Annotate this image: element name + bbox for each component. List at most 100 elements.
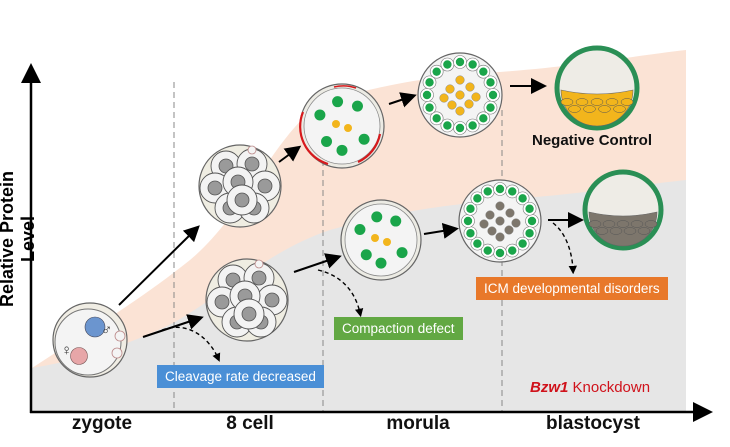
- inner-cell: [447, 100, 457, 110]
- icm-cell: [605, 98, 619, 106]
- stage-label-8cell: 8 cell: [226, 413, 274, 434]
- blastocyst-knockdown: [582, 169, 664, 251]
- outer-nucleus: [390, 215, 402, 227]
- nucleus: [234, 192, 250, 208]
- icm-cell: [583, 105, 596, 113]
- inner-cell: [464, 99, 474, 109]
- knockdown-suffix: Knockdown: [568, 379, 651, 396]
- eight-cell-knockdown-embryo: [205, 258, 289, 342]
- outer-nucleus: [432, 114, 441, 123]
- male-pronucleus: [84, 316, 106, 338]
- outer-nucleus: [483, 246, 492, 255]
- outer-nucleus: [466, 204, 475, 213]
- outer-nucleus: [483, 187, 492, 196]
- inner-cell: [495, 216, 505, 226]
- inner-cell: [344, 124, 352, 132]
- outer-nucleus: [455, 123, 465, 133]
- outer-nucleus: [518, 239, 527, 248]
- stage-label-blastocyst: blastocyst: [546, 413, 640, 434]
- outer-nucleus: [486, 78, 495, 87]
- arrow-8cell-to-morula-knockdown: [293, 253, 342, 273]
- icm-cell: [637, 227, 651, 235]
- outer-nucleus: [396, 247, 408, 259]
- icm-cell: [623, 227, 637, 235]
- inner-cell: [439, 93, 449, 103]
- outer-nucleus: [422, 90, 432, 100]
- inner-cell-mass: [588, 211, 658, 247]
- compacting-morula-control: [299, 83, 385, 169]
- outer-nucleus: [332, 96, 344, 108]
- compaction-defect-box: Compaction defect: [334, 317, 463, 340]
- icm-cell: [644, 220, 658, 228]
- outer-nucleus: [354, 223, 366, 235]
- polar-body: [247, 145, 257, 155]
- icm-cell: [575, 98, 589, 106]
- nucleus: [257, 178, 273, 194]
- icm-cell: [595, 227, 609, 235]
- outer-nucleus: [525, 204, 534, 213]
- inner-cell: [455, 106, 465, 116]
- outer-nucleus: [468, 60, 477, 69]
- outer-nucleus: [358, 133, 370, 145]
- late-morula-knockdown: [458, 179, 542, 263]
- outer-nucleus: [336, 144, 348, 156]
- arrow-morula-to-late-control: [388, 92, 417, 108]
- late-morula-control: [417, 52, 503, 138]
- outer-nucleus: [351, 100, 363, 112]
- outer-nucleus: [443, 121, 452, 130]
- outer-nucleus: [518, 194, 527, 203]
- knockdown-gene: Bzw1: [530, 379, 569, 396]
- icm-cell: [590, 98, 604, 106]
- outer-nucleus: [455, 57, 465, 67]
- knockdown-label: Bzw1 Knockdown: [530, 379, 650, 396]
- outer-nucleus: [463, 216, 473, 226]
- icm-cell: [609, 227, 623, 235]
- compaction-marker: [333, 85, 357, 89]
- dashed-arrow-compaction: [317, 269, 364, 318]
- outer-nucleus: [468, 121, 477, 130]
- icm-cell: [616, 220, 630, 228]
- icm-cell: [602, 220, 616, 228]
- blastocyst-control: [554, 45, 640, 131]
- inner-cell: [495, 232, 505, 242]
- polar-body: [254, 259, 264, 269]
- icm-cell: [630, 220, 644, 228]
- outer-nucleus: [443, 60, 452, 69]
- icm-cell: [613, 105, 626, 113]
- outer-nucleus: [321, 135, 333, 147]
- inner-cell: [505, 208, 515, 218]
- dashed-arrow-cleavage: [161, 326, 221, 362]
- inner-cell: [485, 210, 495, 220]
- inner-cell: [511, 218, 521, 228]
- icm-cell: [620, 98, 634, 106]
- nucleus: [207, 180, 223, 196]
- inner-cell: [465, 82, 475, 92]
- icm-cell: [588, 220, 602, 228]
- outer-nucleus: [495, 248, 505, 258]
- y-axis-label: Relative Protein Level: [0, 170, 38, 308]
- zygote-embryo: [52, 302, 128, 378]
- nucleus: [251, 270, 267, 286]
- nucleus: [244, 156, 260, 172]
- inner-cell: [479, 219, 489, 229]
- inner-cell: [487, 226, 497, 236]
- outer-nucleus: [508, 246, 517, 255]
- outer-nucleus: [466, 229, 475, 238]
- icm-cell: [568, 105, 581, 113]
- inner-cell: [383, 238, 391, 246]
- outer-nucleus: [488, 90, 498, 100]
- inner-cell: [455, 75, 465, 85]
- outer-nucleus: [486, 103, 495, 112]
- outer-nucleus: [479, 114, 488, 123]
- stage-label-morula: morula: [386, 413, 450, 434]
- outer-nucleus: [473, 194, 482, 203]
- outer-nucleus: [525, 229, 534, 238]
- male-symbol: ♂: [101, 322, 113, 339]
- outer-nucleus: [495, 184, 505, 194]
- inner-cell: [371, 234, 379, 242]
- female-pronucleus: [70, 347, 88, 365]
- icm-cell: [560, 98, 574, 106]
- dashed-arrow-icm: [552, 222, 577, 275]
- outer-nucleus: [314, 109, 326, 121]
